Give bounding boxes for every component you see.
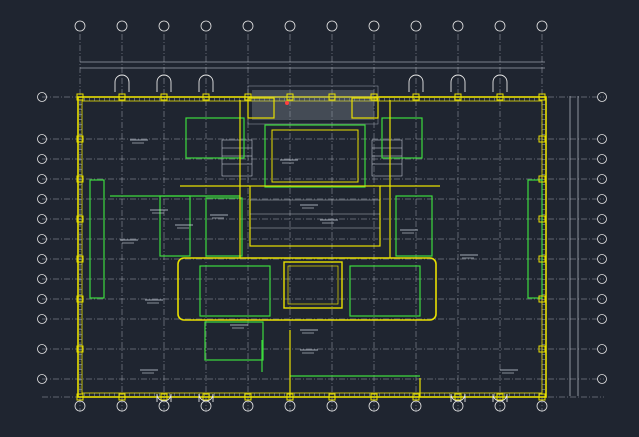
- room-annotations: [120, 139, 518, 374]
- circle-bubble-icon: [116, 20, 128, 32]
- circle-bubble-icon: [452, 20, 464, 32]
- circle-bubble-icon: [494, 20, 506, 32]
- top-dimension-string: [80, 61, 545, 69]
- red-marker: [285, 101, 289, 105]
- building-core: [177, 85, 437, 321]
- circle-bubble-icon: [326, 20, 338, 32]
- column-marker-icon: [76, 93, 546, 401]
- circle-bubble-icon: [242, 20, 254, 32]
- top-grid-bubbles: [74, 20, 548, 32]
- circle-bubble-icon: [536, 20, 548, 32]
- circle-bubble-icon: [368, 20, 380, 32]
- core-walls: [180, 97, 440, 397]
- circle-bubble-icon: [200, 20, 212, 32]
- interior-partitions: [89, 117, 543, 377]
- circle-bubble-icon: [158, 20, 170, 32]
- right-dimension-string: [569, 96, 579, 396]
- circle-bubble-icon: [410, 20, 422, 32]
- circle-bubble-icon: [284, 20, 296, 32]
- circle-bubble-icon: [74, 20, 86, 32]
- facade-arches: [114, 74, 508, 402]
